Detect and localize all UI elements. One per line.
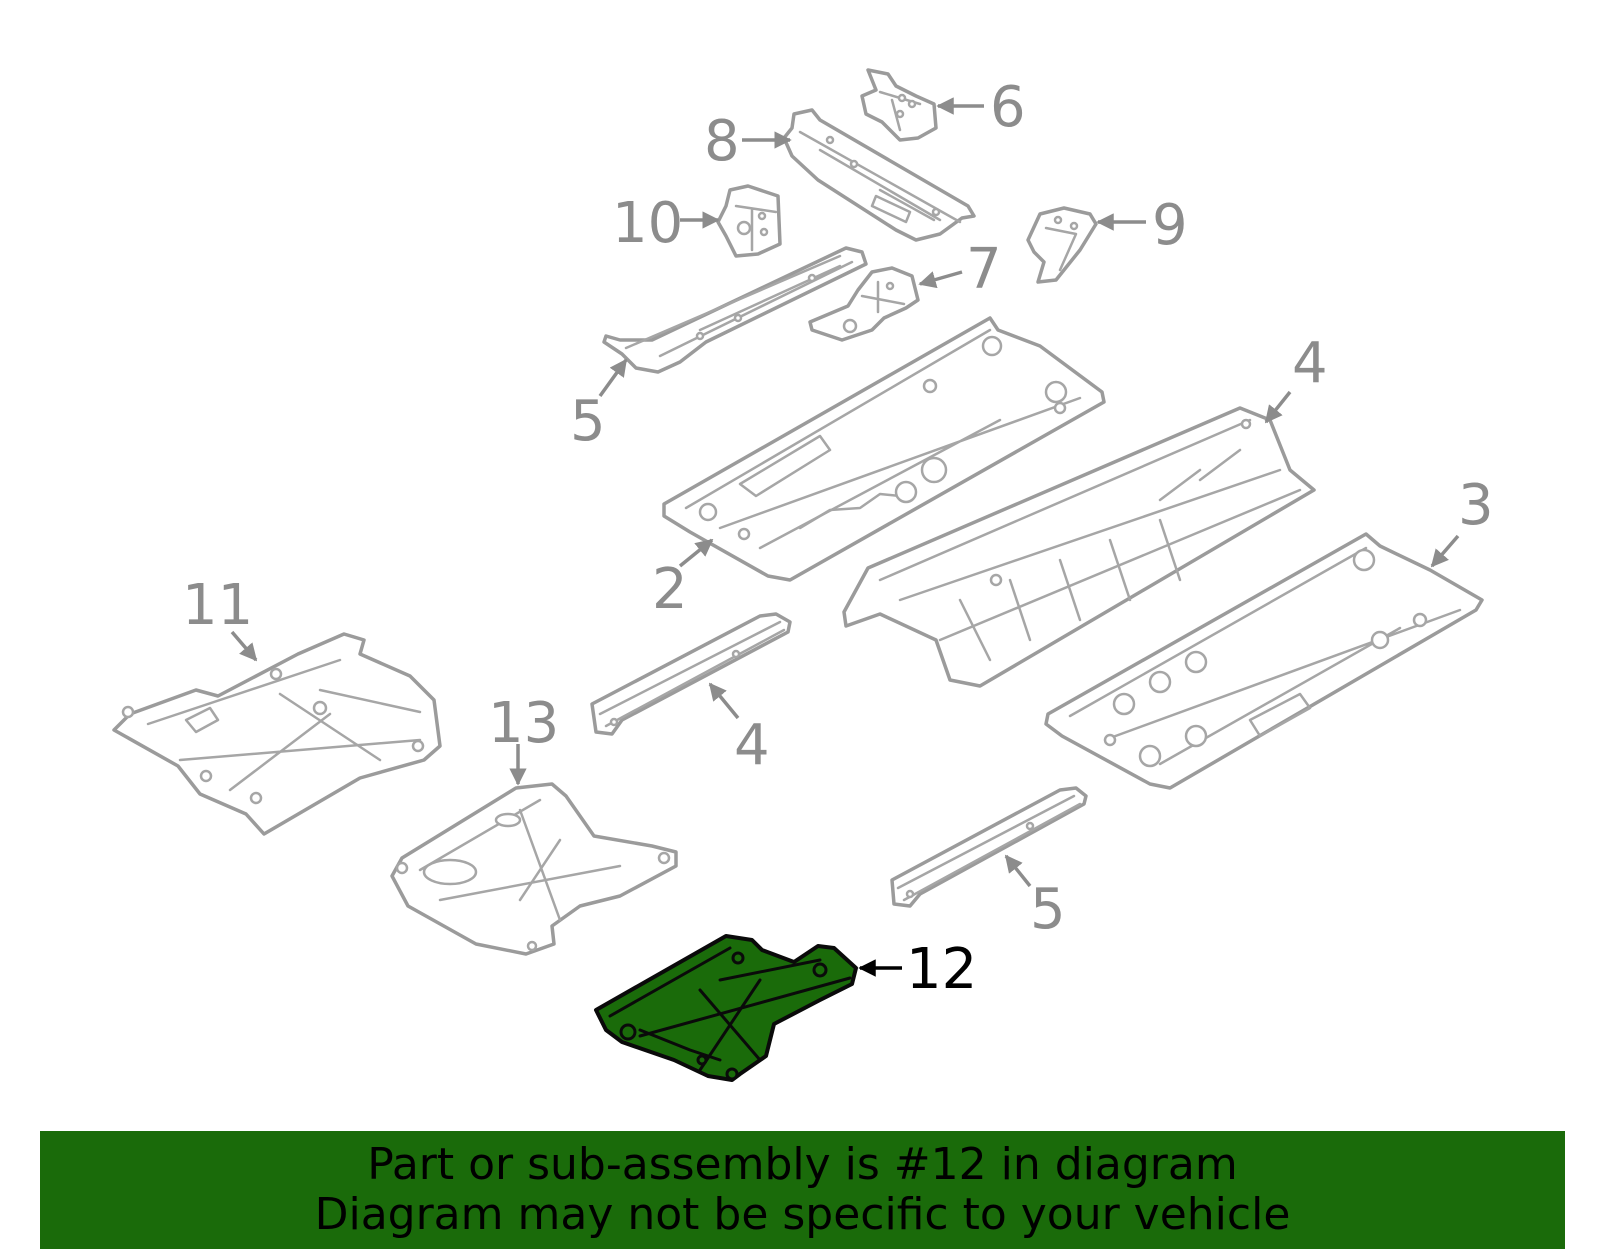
callout-2: 3 xyxy=(1430,473,1494,568)
callout-8-label: 8 xyxy=(704,109,740,174)
part-4-rail-lower[interactable] xyxy=(890,786,1088,908)
banner-line-2: Diagram may not be specific to your vehi… xyxy=(314,1189,1291,1240)
part-7-bracket[interactable] xyxy=(808,266,920,342)
part-4-rail-upper[interactable] xyxy=(590,612,792,736)
callout-9-label: 9 xyxy=(1152,193,1188,258)
callout-8: 8 xyxy=(704,109,792,174)
callout-7: 7 xyxy=(918,237,1002,302)
callout-11-label: 11 xyxy=(182,573,253,638)
callout-13: 13 xyxy=(488,691,559,786)
callout-10: 10 xyxy=(612,191,720,256)
callout-7-label: 7 xyxy=(966,237,1002,302)
callout-4-lower-label: 5 xyxy=(1030,877,1066,942)
callout-5: 5 xyxy=(570,358,628,454)
info-banner: Part or sub-assembly is #12 in diagram D… xyxy=(40,1131,1565,1249)
part-12-under-cover[interactable] xyxy=(594,934,858,1082)
banner-line-1: Part or sub-assembly is #12 in diagram xyxy=(367,1139,1238,1190)
part-6-bracket[interactable] xyxy=(860,68,938,142)
callout-6-label: 6 xyxy=(990,75,1026,140)
callout-4-lower: 5 xyxy=(1004,854,1066,942)
callout-13-label: 13 xyxy=(488,691,559,756)
part-11-under-cover[interactable] xyxy=(112,632,442,836)
callout-3-label: 4 xyxy=(1292,331,1328,396)
callout-1: 2 xyxy=(652,538,714,622)
callout-5-label: 5 xyxy=(570,389,606,454)
part-13-under-cover[interactable] xyxy=(390,782,678,956)
part-1-floor-pan[interactable] xyxy=(662,316,1106,582)
callout-12-label: 12 xyxy=(906,937,977,1002)
callout-11: 11 xyxy=(182,573,258,662)
part-5-rail[interactable] xyxy=(602,246,868,374)
part-2-floor-pan[interactable] xyxy=(1044,532,1484,790)
callout-12: 12 xyxy=(858,937,977,1002)
callout-9: 9 xyxy=(1096,193,1188,258)
callout-1-label: 2 xyxy=(652,557,688,622)
part-8-cross-member[interactable] xyxy=(782,108,976,242)
callout-3: 4 xyxy=(1264,331,1328,424)
callout-4-upper: 4 xyxy=(708,682,770,778)
callout-10-label: 10 xyxy=(612,191,683,256)
part-9-bracket[interactable] xyxy=(1026,206,1098,284)
callout-6: 6 xyxy=(936,75,1026,140)
callout-2-label: 3 xyxy=(1458,473,1494,538)
part-10-bracket[interactable] xyxy=(716,184,782,258)
callout-4-upper-label: 4 xyxy=(734,713,770,778)
